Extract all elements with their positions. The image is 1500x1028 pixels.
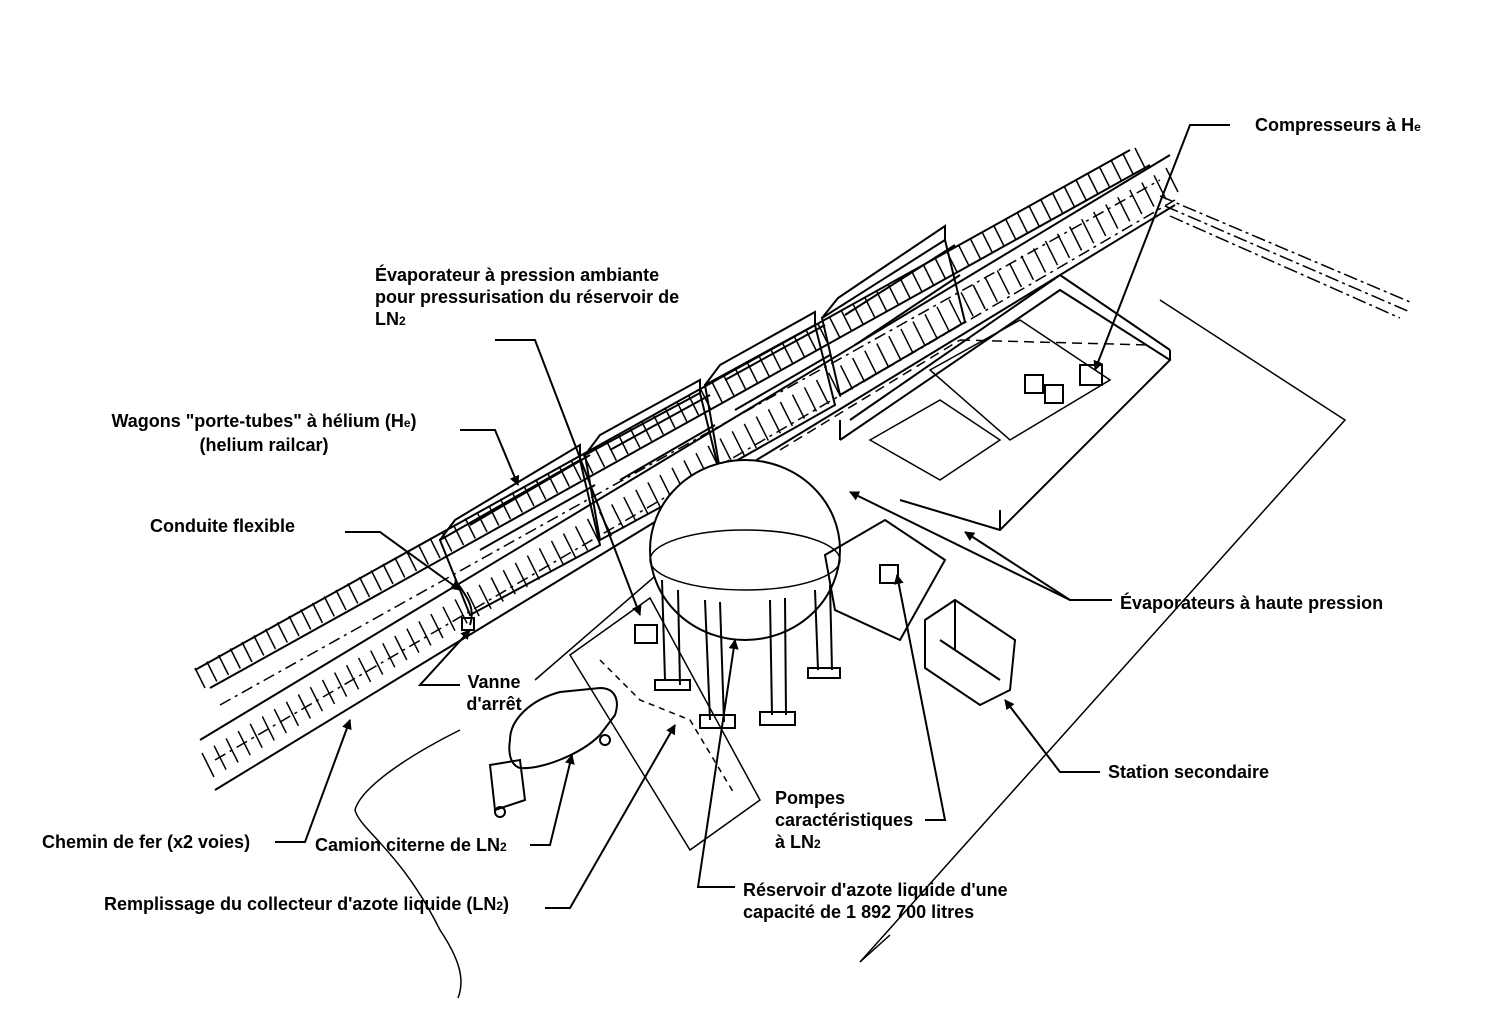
label-compresseurs: Compresseurs à He [1255, 115, 1421, 135]
label-reservoir: Réservoir d'azote liquide d'une capacité… [743, 880, 1008, 922]
leader-lines [275, 124, 1230, 909]
label-remplissage: Remplissage du collecteur d'azote liquid… [104, 894, 510, 914]
label-conduite: Conduite flexible [150, 516, 296, 536]
ln2-tanker-truck [488, 686, 618, 818]
label-wagons: Wagons "porte-tubes" à hélium (He) (heli… [111, 411, 417, 455]
helium-railcars [438, 224, 967, 617]
label-station: Station secondaire [1108, 762, 1270, 782]
secondary-substation [924, 598, 1017, 707]
railway-tracks [194, 147, 1179, 791]
label-vanne: Vanne d'arrêt [466, 672, 522, 714]
ln2-sphere-tank [649, 459, 841, 729]
filling-zone [568, 596, 761, 852]
label-evaporateurs-hp: Évaporateurs à haute pression [1120, 593, 1384, 613]
property-lines [1159, 195, 1411, 319]
label-camion: Camion citerne de LN2 [315, 835, 507, 855]
label-evaporateur-ambiant: Évaporateur à pression ambiante pour pre… [375, 265, 680, 329]
label-chemin: Chemin de fer (x2 voies) [42, 832, 251, 852]
main-building [779, 273, 1172, 642]
label-pompes: Pompes caractéristiques à LN2 [775, 788, 914, 852]
ambient-evaporator [634, 624, 658, 644]
